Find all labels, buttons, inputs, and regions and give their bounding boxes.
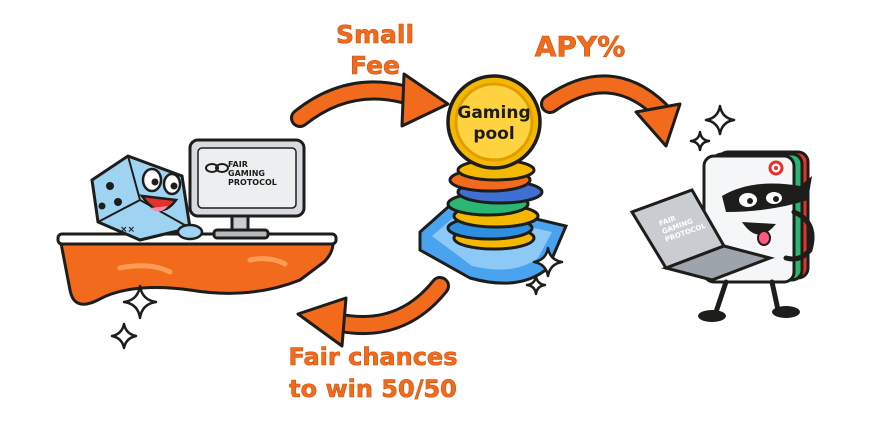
arrow-fee	[290, 72, 450, 128]
pool-title-line1: Gaming	[457, 103, 530, 123]
fee-label-line1: Small	[335, 20, 415, 49]
monitor: FAIR GAMING PROTOCOL	[188, 138, 306, 240]
gear-icon	[768, 160, 784, 176]
player-desk-group: FAIR GAMING PROTOCOL ××	[56, 138, 338, 306]
apy-label: APY%	[534, 30, 626, 63]
dice-character: ××	[90, 154, 204, 242]
arrow-apy	[540, 74, 682, 148]
infinity-logo-icon	[205, 163, 229, 173]
monitor-logo-line3: PROTOCOL	[228, 178, 277, 187]
svg-text:××: ××	[120, 225, 135, 235]
pool-coin: Gaming pool	[446, 74, 542, 170]
gaming-pool-group: Gaming pool	[418, 74, 569, 285]
pool-title-line2: pool	[473, 124, 514, 144]
monitor-logo-line1: FAIR	[228, 160, 248, 169]
fair-chances-label-line2: to win 50/50	[289, 375, 457, 403]
sparkle-icon	[110, 104, 736, 350]
desk	[58, 234, 335, 306]
laptop: FAIR GAMING PROTOCOL	[629, 188, 775, 282]
fee-label-line2: Fee	[350, 51, 401, 80]
coin-stack	[446, 158, 544, 251]
monitor-logo-line2: GAMING	[228, 169, 265, 178]
fair-chances-label-line1: Fair chances	[288, 343, 458, 371]
winner-character-group: FAIR GAMING PROTOCOL	[629, 150, 815, 322]
arrow-return	[296, 276, 450, 348]
